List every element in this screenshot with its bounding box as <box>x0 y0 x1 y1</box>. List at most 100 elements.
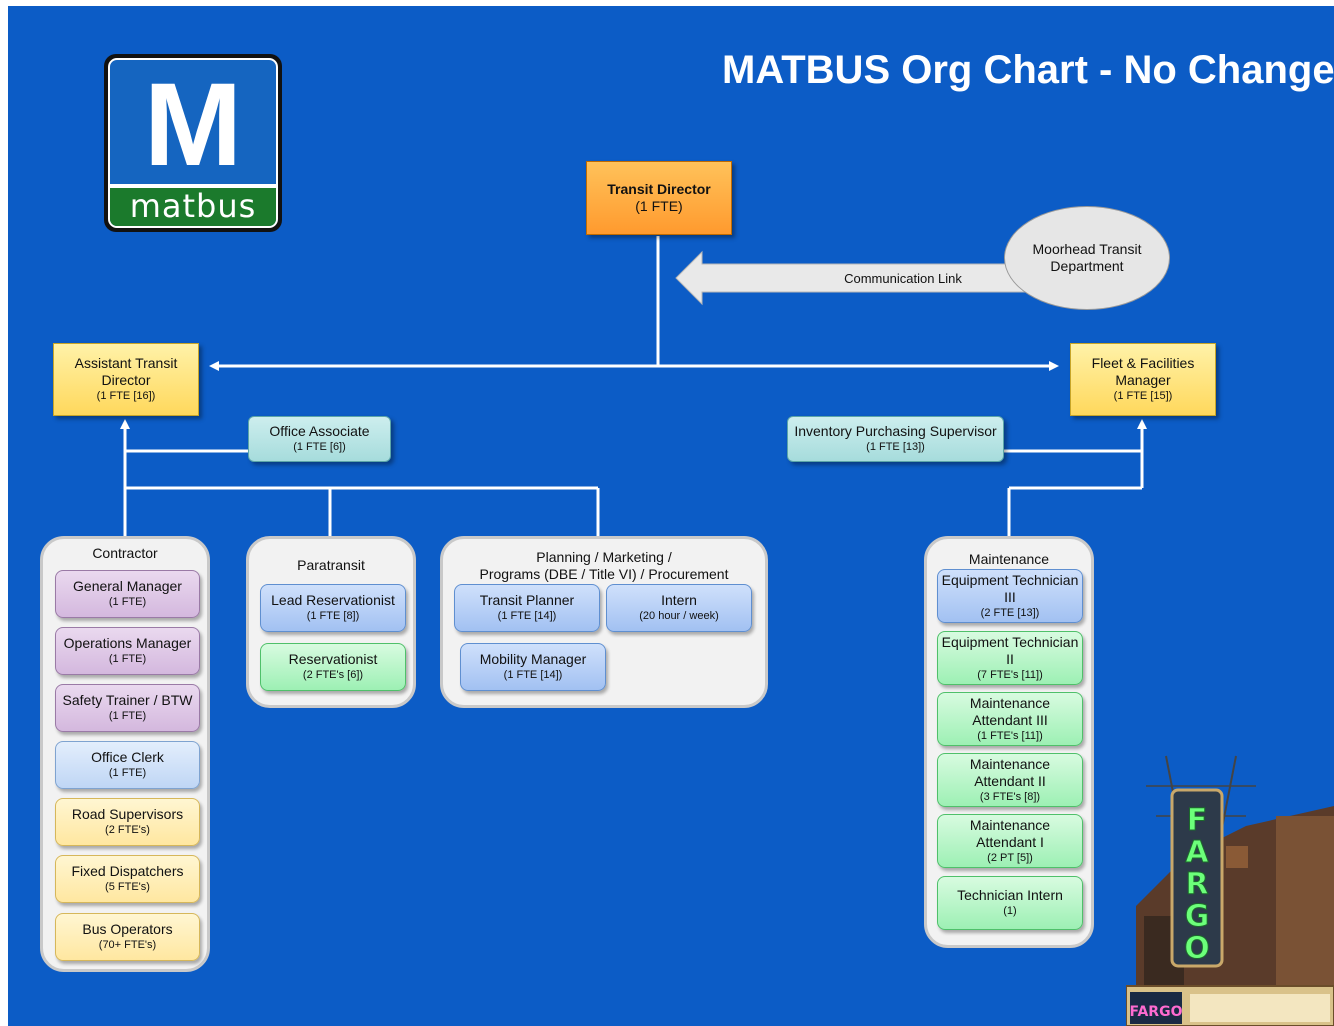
card-fte: (70+ FTE's) <box>98 939 157 951</box>
logo-wordmark: matbus <box>110 184 276 226</box>
card-title: Bus Operators <box>82 921 173 937</box>
intern-card: Intern (20 hour / week) <box>606 584 752 632</box>
connector-lines <box>120 236 1147 538</box>
fleet-facilities-manager-title: Fleet & Facilities Manager <box>1091 355 1195 388</box>
planning-label-line1: Planning / Marketing / <box>536 549 672 565</box>
card-title: Operations Manager <box>63 635 192 651</box>
office-associate-box: Office Associate (1 FTE [6]) <box>248 416 391 462</box>
card-fte: (1 FTE [14]) <box>503 669 563 681</box>
card-title-line1: Technician Intern <box>957 887 1063 903</box>
card-title: Mobility Manager <box>479 651 587 667</box>
card-title: Road Supervisors <box>71 806 184 822</box>
equipment-technician-iii-card: Equipment Technician III (2 FTE [13]) <box>937 569 1083 623</box>
inventory-purchasing-supervisor-box: Inventory Purchasing Supervisor (1 FTE [… <box>787 416 1004 462</box>
sign-letter: O <box>1184 931 1210 966</box>
sign-letter: G <box>1185 899 1210 934</box>
paratransit-label: Paratransit <box>297 557 365 573</box>
card-title-line2: Attendant I <box>976 833 1044 850</box>
mobility-manager-card: Mobility Manager (1 FTE [14]) <box>460 643 606 691</box>
assistant-transit-director-fte: (1 FTE [16]) <box>96 390 156 402</box>
maintenance-attendant-i-card: Maintenance Attendant I (2 PT [5]) <box>937 814 1083 868</box>
logo-letter: M <box>143 59 243 191</box>
paratransit-group: Paratransit Lead Reservationist (1 FTE [… <box>246 536 416 708</box>
office-associate-title: Office Associate <box>269 423 370 439</box>
fleet-facilities-manager-fte: (1 FTE [15]) <box>1113 390 1173 402</box>
card-fte: (1) <box>1003 905 1017 917</box>
safety-trainer-card: Safety Trainer / BTW (1 FTE) <box>55 684 200 732</box>
reservationist-card: Reservationist (2 FTE's [6]) <box>260 643 406 691</box>
communication-link-label: Communication Link <box>844 271 962 286</box>
maintenance-attendant-ii-card: Maintenance Attendant II (3 FTE's [8]) <box>937 753 1083 807</box>
contractor-group: Contractor General Manager (1 FTE) Opera… <box>40 536 210 972</box>
card-fte: (1 FTE [8]) <box>306 610 360 622</box>
card-fte: (20 hour / week) <box>639 610 719 622</box>
transit-director-title: Transit Director <box>607 181 711 197</box>
card-fte: (7 FTE's [11]) <box>977 668 1043 681</box>
card-title-line1: Maintenance <box>969 816 1051 833</box>
marquee-logo: FARGO <box>1130 1004 1183 1020</box>
card-fte: (5 FTE's) <box>105 881 150 893</box>
maintenance-group: Maintenance Equipment Technician III (2 … <box>924 536 1094 948</box>
card-title: General Manager <box>73 578 182 594</box>
card-fte: (1 FTE) <box>108 596 147 608</box>
card-title: Fixed Dispatchers <box>71 863 184 879</box>
fleet-facilities-manager-box: Fleet & Facilities Manager (1 FTE [15]) <box>1070 343 1216 416</box>
moorhead-label: Moorhead Transit Department <box>1032 241 1142 274</box>
fargo-sign-panel <box>1170 788 1224 968</box>
chimney <box>1226 846 1248 868</box>
operations-manager-card: Operations Manager (1 FTE) <box>55 627 200 675</box>
card-title-line1: Equipment Technician <box>941 633 1079 650</box>
maintenance-label: Maintenance <box>968 551 1050 567</box>
technician-intern-card: Technician Intern (1) <box>937 876 1083 930</box>
marquee-panel <box>1130 992 1182 1024</box>
matbus-logo: M matbus <box>104 54 282 232</box>
card-fte: (1 FTE) <box>108 710 147 722</box>
card-title-line1: Equipment Technician <box>941 571 1079 588</box>
planning-group: Planning / Marketing / Programs (DBE / T… <box>440 536 768 708</box>
sign-letter: F <box>1187 803 1208 838</box>
inventory-purchasing-supervisor-title: Inventory Purchasing Supervisor <box>794 423 997 439</box>
equipment-technician-ii-card: Equipment Technician II (7 FTE's [11]) <box>937 631 1083 685</box>
card-title-line2: Attendant II <box>974 772 1046 789</box>
general-manager-card: General Manager (1 FTE) <box>55 570 200 618</box>
moorhead-transit-department: Moorhead Transit Department <box>1004 206 1170 310</box>
card-title-line2: II <box>1006 650 1014 667</box>
card-fte: (1 FTE) <box>108 767 147 779</box>
card-fte: (2 FTE [13]) <box>980 606 1040 619</box>
fixed-dispatchers-card: Fixed Dispatchers (5 FTE's) <box>55 855 200 903</box>
card-title-line2: III <box>1004 588 1016 605</box>
maintenance-attendant-iii-card: Maintenance Attendant III (1 FTE's [11]) <box>937 692 1083 746</box>
card-fte: (2 PT [5]) <box>987 851 1033 864</box>
card-fte: (1 FTE) <box>108 653 147 665</box>
card-fte: (1 FTE's [11]) <box>977 729 1043 742</box>
card-title-line1: Maintenance <box>969 694 1051 711</box>
page-title: MATBUS Org Chart - No Changes <box>722 48 1334 92</box>
card-fte: (2 FTE's [6]) <box>302 669 364 681</box>
card-title-line1: Maintenance <box>969 755 1051 772</box>
road-supervisors-card: Road Supervisors (2 FTE's) <box>55 798 200 846</box>
card-title: Safety Trainer / BTW <box>62 692 193 708</box>
inventory-purchasing-supervisor-fte: (1 FTE [13]) <box>866 441 925 453</box>
transit-director-fte: (1 FTE) <box>635 198 683 214</box>
card-title: Intern <box>661 592 697 608</box>
card-fte: (3 FTE's [8]) <box>979 790 1041 803</box>
bus-operators-card: Bus Operators (70+ FTE's) <box>55 913 200 961</box>
card-title: Transit Planner <box>479 592 575 608</box>
assistant-transit-director-title: Assistant Transit Director <box>74 355 178 388</box>
card-fte: (1 FTE [14]) <box>497 610 557 622</box>
planning-label-line2: Programs (DBE / Title VI) / Procurement <box>479 566 729 582</box>
fargo-theatre-image: F A R G O FARGO <box>1126 755 1334 1026</box>
transit-director-box: Transit Director (1 FTE) <box>586 161 732 235</box>
org-chart-canvas: MATBUS Org Chart - No Changes M matbus T… <box>8 6 1334 1026</box>
transit-planner-card: Transit Planner (1 FTE [14]) <box>454 584 600 632</box>
sign-letter: R <box>1185 867 1208 902</box>
sign-letter: A <box>1185 835 1209 870</box>
lead-reservationist-card: Lead Reservationist (1 FTE [8]) <box>260 584 406 632</box>
office-associate-fte: (1 FTE [6]) <box>293 441 346 453</box>
card-title-line2: Attendant III <box>972 711 1048 728</box>
contractor-label: Contractor <box>92 545 158 561</box>
card-fte: (2 FTE's) <box>105 824 150 836</box>
card-title: Office Clerk <box>91 749 164 765</box>
assistant-transit-director-box: Assistant Transit Director (1 FTE [16]) <box>53 343 199 416</box>
office-clerk-card: Office Clerk (1 FTE) <box>55 741 200 789</box>
